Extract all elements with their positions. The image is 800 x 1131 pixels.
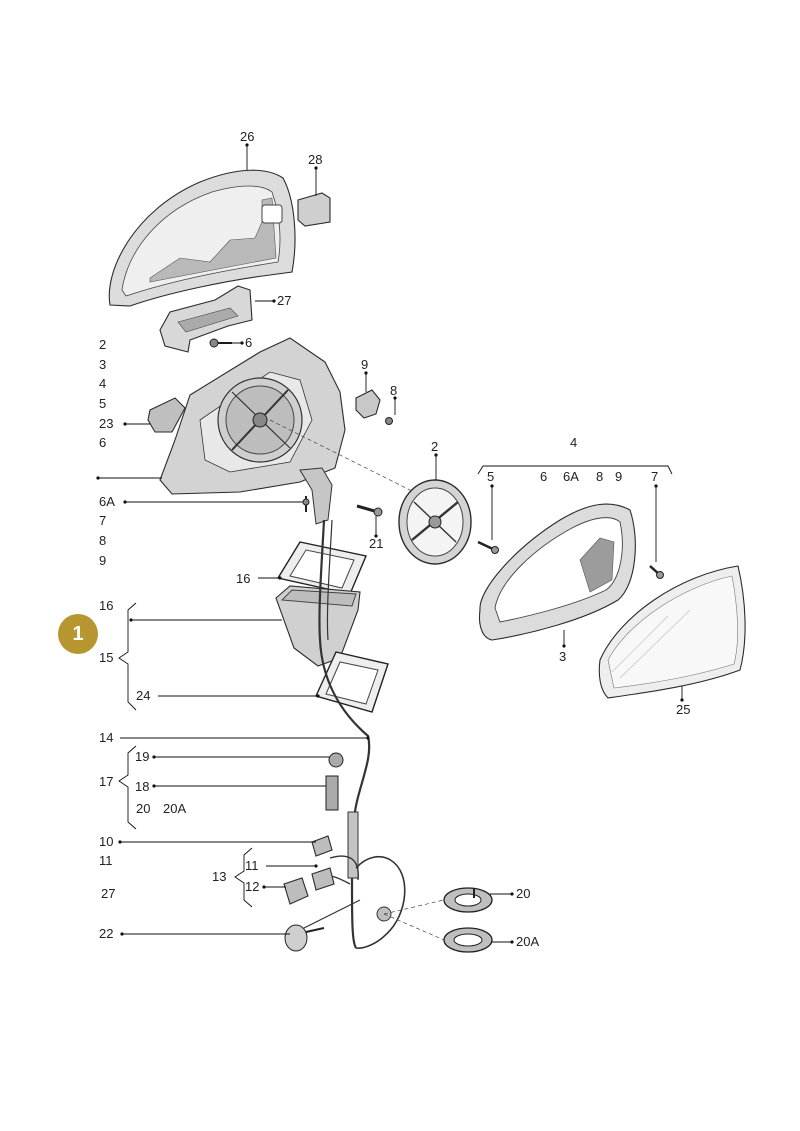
- callout-4-list: 4: [99, 376, 106, 391]
- callout-28: 28: [308, 152, 322, 167]
- callout-labels: 26 28 27 6 2 3 4 5 23 6 9 8 6A 7 8 9 21 …: [99, 129, 690, 949]
- callout-20A-list: 20A: [163, 801, 186, 816]
- callout-23: 23: [99, 416, 113, 431]
- screw-part-19: [328, 752, 344, 768]
- callout-8-group: 8: [596, 469, 603, 484]
- callout-8-list: 8: [99, 533, 106, 548]
- callout-22: 22: [99, 926, 113, 941]
- connector-part-10: [311, 835, 333, 857]
- callout-5-list: 5: [99, 396, 106, 411]
- callout-11-list: 11: [99, 853, 113, 868]
- screw-part-5: [477, 540, 499, 554]
- callout-20-list: 20: [136, 801, 150, 816]
- screw-part-21: [356, 504, 383, 517]
- callout-6-list: 6: [99, 435, 106, 450]
- callout-5-screw: 5: [487, 469, 494, 484]
- callout-3-frame: 3: [559, 649, 566, 664]
- figure-number-badge: 1: [58, 614, 98, 654]
- callout-2-ring: 2: [431, 439, 438, 454]
- callout-14: 14: [99, 730, 113, 745]
- callout-13: 13: [212, 869, 226, 884]
- callout-18: 18: [135, 779, 149, 794]
- callout-2-list: 2: [99, 337, 106, 352]
- callout-6A-list: 6A: [99, 494, 115, 509]
- bracket-part-27: [159, 285, 253, 353]
- callout-20-grommet: 20: [516, 886, 530, 901]
- callout-27-list: 27: [101, 886, 115, 901]
- clip-part-28: [297, 192, 331, 227]
- callout-16-list: 16: [99, 598, 113, 613]
- callout-25: 25: [676, 702, 690, 717]
- screw-part-7: [649, 565, 664, 579]
- wiring-harness-part-14: [299, 519, 406, 949]
- callout-17: 17: [99, 774, 113, 789]
- callout-6A-group: 6A: [563, 469, 579, 484]
- callout-26: 26: [240, 129, 254, 144]
- boot-part-15: [275, 585, 361, 667]
- lamp-part-22: [284, 924, 325, 952]
- callout-10: 10: [99, 834, 113, 849]
- connector-part-12: [283, 877, 309, 905]
- sensor-part-23: [147, 397, 186, 433]
- screw-part-6A: [302, 496, 310, 512]
- grommet-part-20A: [443, 927, 493, 953]
- callout-27-upper: 27: [277, 293, 291, 308]
- mirror-base-housing: [159, 337, 346, 525]
- mirror-frame-part-3: [478, 503, 636, 641]
- callout-9-group: 9: [615, 469, 622, 484]
- callout-9-upper: 9: [361, 357, 368, 372]
- gasket-part-24: [315, 651, 389, 713]
- clip-part-18: [325, 775, 339, 811]
- callout-20A-grommet: 20A: [516, 934, 539, 949]
- adjuster-ring-part-2: [398, 479, 472, 565]
- mirror-glass-part-25: [598, 565, 746, 699]
- callout-7-list: 7: [99, 513, 106, 528]
- grommet-part-20: [443, 887, 493, 913]
- callout-6-group: 6: [540, 469, 547, 484]
- callout-7-screw: 7: [651, 469, 658, 484]
- connector-part-9: [355, 389, 393, 425]
- callout-3-list: 3: [99, 357, 106, 372]
- connector-part-11: [311, 867, 335, 891]
- callout-24: 24: [136, 688, 150, 703]
- leader-lines: [96, 143, 684, 944]
- callout-12: 12: [245, 879, 259, 894]
- callout-15: 15: [99, 650, 113, 665]
- callout-9-list: 9: [99, 553, 106, 568]
- callout-16-seal: 16: [236, 571, 250, 586]
- mirror-cap-part: [108, 169, 296, 307]
- callout-6-upper: 6: [245, 335, 252, 350]
- callout-19: 19: [135, 749, 149, 764]
- callout-4-group: 4: [570, 435, 577, 450]
- callout-11-connector: 11: [245, 858, 259, 873]
- callout-21: 21: [369, 536, 383, 551]
- callout-8-upper: 8: [390, 383, 397, 398]
